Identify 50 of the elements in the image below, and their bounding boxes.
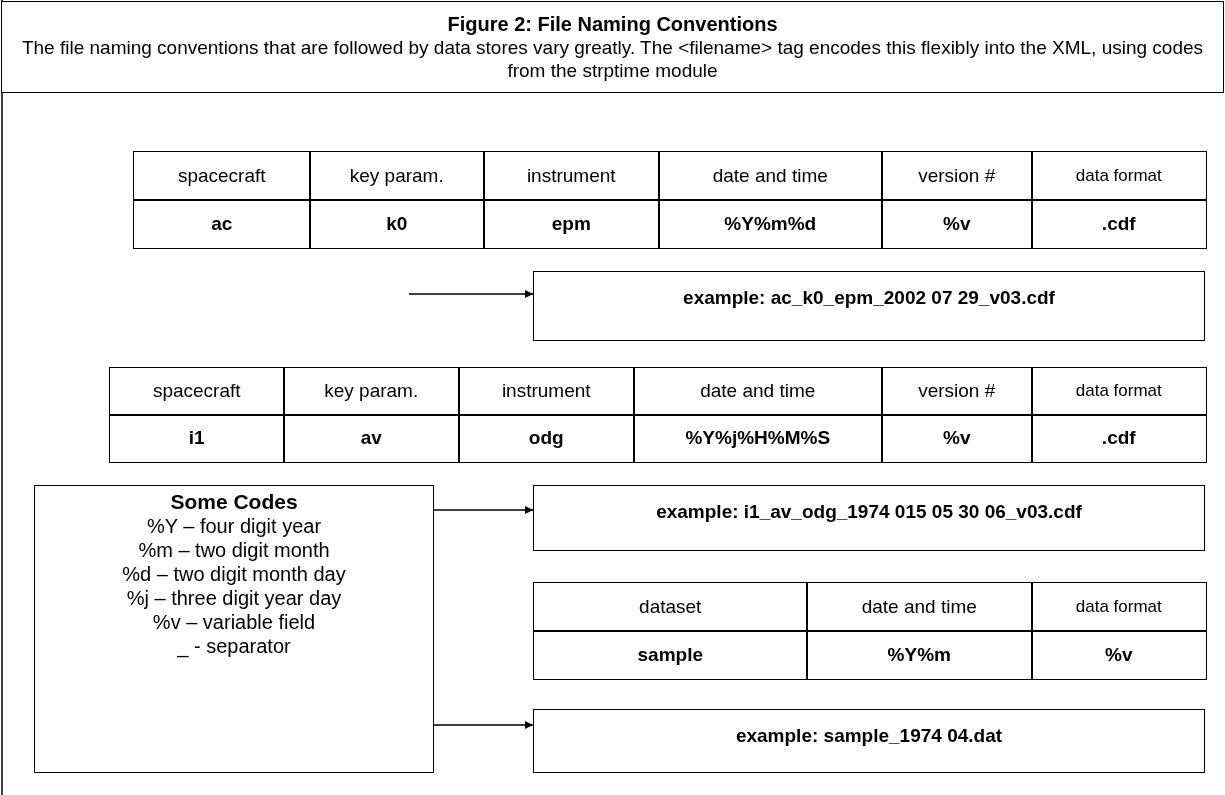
table-cell: version # bbox=[881, 367, 1033, 416]
code-definition: %v – variable field bbox=[152, 610, 316, 634]
table-cell: odg bbox=[458, 414, 635, 463]
codes-box bbox=[34, 485, 434, 773]
table-cell: %Y%j%H%M%S bbox=[633, 414, 883, 463]
example-text: example: sample_1974 04.dat bbox=[735, 724, 1003, 748]
table-cell: instrument bbox=[483, 151, 660, 201]
table-cell: date and time bbox=[633, 367, 883, 416]
description: The file naming conventions that are followed by data stores vary greatly. The <filename> tag encodes this flexibly into the XML, using codes from the strptime module bbox=[20, 35, 1205, 82]
table-cell: dataset bbox=[533, 582, 808, 632]
arrow bbox=[433, 721, 534, 729]
table-cell: %Y%m bbox=[806, 630, 1033, 680]
table-cell: instrument bbox=[458, 367, 635, 416]
table-cell: data format bbox=[1031, 367, 1207, 416]
table-cell: %v bbox=[881, 414, 1033, 463]
arrow bbox=[408, 290, 534, 298]
example-box bbox=[533, 709, 1205, 773]
table-cell: version # bbox=[881, 151, 1033, 201]
table-cell: key param. bbox=[309, 151, 485, 201]
table-cell: spacecraft bbox=[133, 151, 311, 201]
code-definition: _ - separator bbox=[177, 634, 291, 658]
table-cell: %v bbox=[1031, 630, 1207, 680]
heading: Figure 2: File Naming Conventions bbox=[446, 12, 779, 36]
code-definition: %j – three digit year day bbox=[126, 586, 342, 610]
example-box bbox=[533, 485, 1205, 551]
arrow bbox=[433, 506, 534, 514]
title-box bbox=[1, 1, 1224, 93]
table-cell: spacecraft bbox=[109, 367, 285, 416]
table-cell: data format bbox=[1031, 151, 1207, 201]
table-cell: .cdf bbox=[1031, 414, 1207, 463]
example-box bbox=[533, 271, 1205, 341]
table-cell: date and time bbox=[806, 582, 1033, 632]
code-definition: %Y – four digit year bbox=[146, 514, 322, 538]
table-cell: data format bbox=[1031, 582, 1207, 632]
table-cell: key param. bbox=[283, 367, 460, 416]
table-cell: .cdf bbox=[1031, 199, 1207, 249]
example-text: example: i1_av_odg_1974 015 05 30 06_v03.cdf bbox=[656, 500, 1082, 524]
heading: Some Codes bbox=[170, 490, 298, 514]
table-cell: epm bbox=[483, 199, 660, 249]
table-cell: date and time bbox=[658, 151, 883, 201]
example-text: example: ac_k0_epm_2002 07 29_v03.cdf bbox=[683, 286, 1055, 310]
table-cell: sample bbox=[533, 630, 808, 680]
table-cell: ac bbox=[133, 199, 311, 249]
table-cell: av bbox=[283, 414, 460, 463]
code-definition: %d – two digit month day bbox=[122, 562, 346, 586]
table-cell: k0 bbox=[309, 199, 485, 249]
code-definition: %m – two digit month bbox=[138, 538, 330, 562]
table-cell: %v bbox=[881, 199, 1033, 249]
table-cell: i1 bbox=[109, 414, 285, 463]
table-cell: %Y%m%d bbox=[658, 199, 883, 249]
